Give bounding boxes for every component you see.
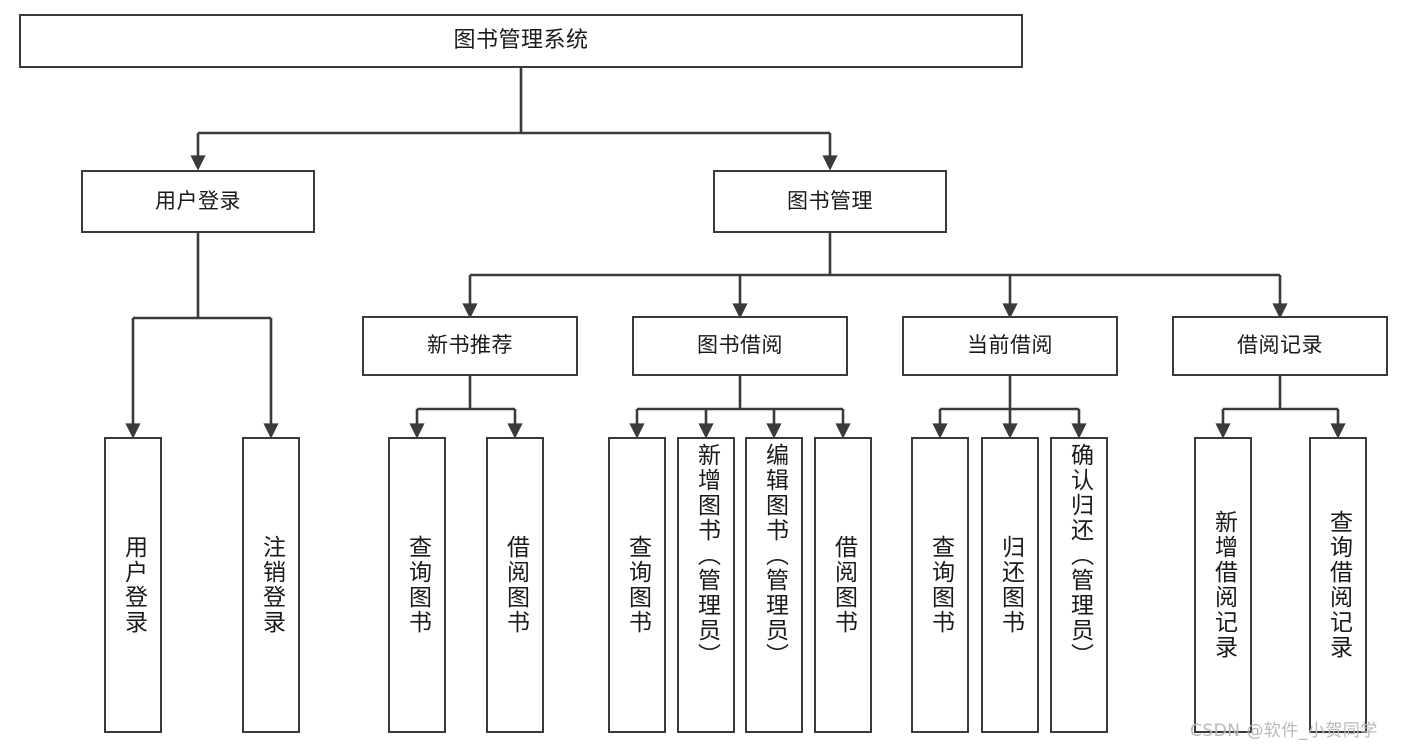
leaf-new-book-borrow-books[interactable]: 借阅图书: [486, 437, 544, 733]
node-label: 查询图书: [404, 535, 431, 635]
leaf-borrow-add-book-admin[interactable]: 新增图书（管理员）: [677, 437, 735, 733]
node-label: 新书推荐: [427, 333, 513, 358]
node-label: 图书管理: [787, 188, 873, 213]
node-borrow-records[interactable]: 借阅记录: [1172, 316, 1388, 376]
leaf-borrow-borrow-books[interactable]: 借阅图书: [814, 437, 872, 733]
node-label: 归还图书: [997, 535, 1024, 635]
node-label: 借阅图书: [502, 535, 529, 635]
leaf-current-confirm-return-admin[interactable]: 确认归还（管理员）: [1050, 437, 1108, 733]
node-new-book-recommend[interactable]: 新书推荐: [362, 316, 578, 376]
node-label: 新增图书（管理员）: [693, 443, 720, 668]
node-label: 编辑图书（管理员）: [761, 443, 788, 668]
node-label: 查询图书: [624, 535, 651, 635]
node-label: 注销登录: [258, 535, 285, 635]
leaf-borrow-edit-book-admin[interactable]: 编辑图书（管理员）: [745, 437, 803, 733]
leaf-borrow-query-books[interactable]: 查询图书: [608, 437, 666, 733]
node-label: 确认归还（管理员）: [1066, 443, 1093, 668]
node-label: 借阅图书: [830, 535, 857, 635]
node-label: 用户登录: [155, 188, 241, 213]
node-label: 查询图书: [927, 535, 954, 635]
node-book-management[interactable]: 图书管理: [713, 170, 947, 233]
node-label: 借阅记录: [1237, 333, 1323, 358]
node-root-system[interactable]: 图书管理系统: [19, 14, 1023, 68]
node-label: 图书借阅: [697, 333, 783, 358]
leaf-new-book-query-books[interactable]: 查询图书: [388, 437, 446, 733]
node-label: 当前借阅: [967, 333, 1053, 358]
leaf-current-return-books[interactable]: 归还图书: [981, 437, 1039, 733]
node-current-borrow[interactable]: 当前借阅: [902, 316, 1118, 376]
node-user-login[interactable]: 用户登录: [81, 170, 315, 233]
node-book-borrow[interactable]: 图书借阅: [632, 316, 848, 376]
node-label: 用户登录: [120, 535, 147, 635]
watermark-text: CSDN @软件_小贺同学: [1190, 721, 1378, 741]
node-label: 查询借阅记录: [1325, 510, 1352, 660]
leaf-user-login-logout[interactable]: 注销登录: [242, 437, 300, 733]
node-label: 新增借阅记录: [1210, 510, 1237, 660]
leaf-current-query-books[interactable]: 查询图书: [911, 437, 969, 733]
leaf-records-add-record[interactable]: 新增借阅记录: [1194, 437, 1252, 733]
leaf-user-login-login[interactable]: 用户登录: [104, 437, 162, 733]
node-label: 图书管理系统: [453, 27, 589, 53]
leaf-records-query-record[interactable]: 查询借阅记录: [1309, 437, 1367, 733]
